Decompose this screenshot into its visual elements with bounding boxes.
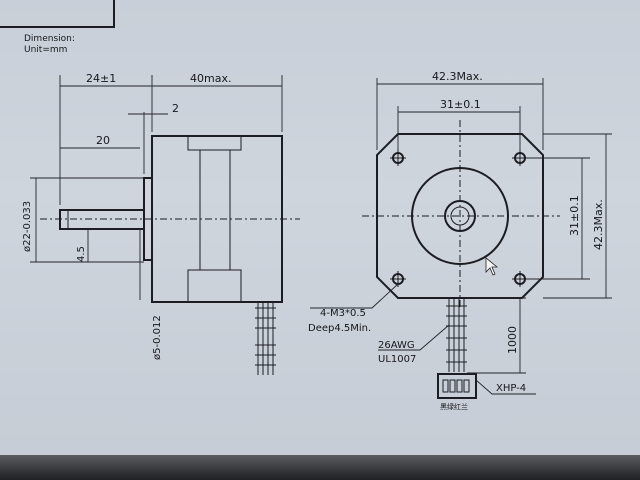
- unit-label: Unit=mm: [24, 45, 67, 55]
- label-screws: 4-M3*0.5: [320, 308, 366, 319]
- stator-left-step: [187, 136, 201, 302]
- shaft-inner-circle: [450, 206, 470, 226]
- connector-body: [437, 373, 477, 399]
- label-wire-gauge: 26AWG: [378, 340, 415, 351]
- front-lead-wires: [446, 298, 467, 372]
- dim-hole-spacing-v: 31±0.1: [568, 195, 581, 236]
- boss-circle: [411, 167, 509, 265]
- dim-width-max: 42.3Max.: [432, 70, 483, 83]
- dim-shaft-flat: 20: [96, 134, 110, 147]
- cursor-icon: [485, 257, 499, 276]
- label-wire-std: UL1007: [378, 354, 416, 365]
- title-frame: [0, 0, 115, 28]
- monitor-bezel: [0, 455, 640, 480]
- dim-hole-spacing-h: 31±0.1: [440, 98, 481, 111]
- dimension-title: Dimension:: [24, 34, 75, 44]
- label-depth: Deep4.5Min.: [308, 323, 371, 334]
- dim-flat-depth: 4.5: [76, 246, 87, 262]
- dim-pilot-diameter: ø5-0.012: [152, 315, 163, 360]
- mounting-holes: [390, 150, 528, 287]
- front-view: 42.3Max. 31±0.1 31±0.1 42.3Max. 4-M3*0.5…: [308, 70, 612, 411]
- leader-screws: [310, 283, 399, 309]
- side-lead-wires: [255, 302, 276, 375]
- dim-shaft-diameter: ø22-0.033: [22, 201, 33, 252]
- dim-shaft-total: 24±1: [86, 72, 116, 85]
- stator-right-step: [229, 136, 242, 302]
- dim-height-max: 42.3Max.: [592, 199, 605, 250]
- motor-drawing: Dimension: Unit=mm 24±1 40max.: [0, 0, 612, 411]
- dim-flange: 2: [172, 102, 179, 115]
- leader-wire: [378, 324, 450, 351]
- leader-connector: [475, 379, 536, 395]
- shaft-outer-circle: [444, 200, 476, 232]
- side-view: 24±1 40max. 2 20 ø22-0.033 4.5 ø5-0.012: [22, 72, 300, 375]
- label-connector: XHP-4: [496, 383, 526, 394]
- dim-lead-length: 1000: [506, 326, 519, 354]
- connector-pins: [442, 379, 470, 393]
- dim-body-length: 40max.: [190, 72, 231, 85]
- label-connector-note: 黑绿红兰: [440, 402, 468, 411]
